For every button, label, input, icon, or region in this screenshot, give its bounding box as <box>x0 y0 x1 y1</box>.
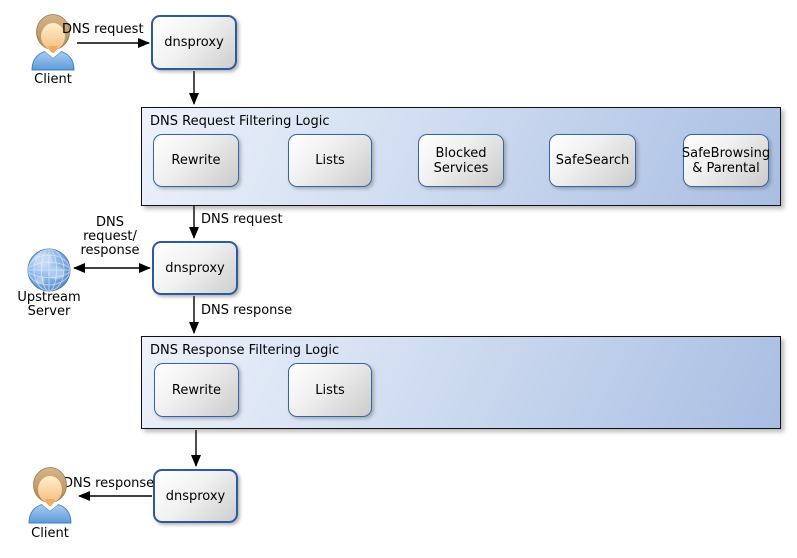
filter-box-safesearch: SafeSearch <box>549 134 636 187</box>
user-icon <box>28 467 72 524</box>
filter-box-lists-response: Lists <box>288 363 372 417</box>
upstream-server-label: Upstream Server <box>17 290 81 319</box>
filter-box-rewrite: Rewrite <box>153 134 239 187</box>
client-top-label: Client <box>34 72 72 87</box>
edge-label-response-to-client: DNS response <box>63 476 155 491</box>
container-dns-request-filtering: DNS Request Filtering Logic Rewrite List… <box>141 107 781 206</box>
edge-label-proxy-response: DNS response <box>201 303 293 318</box>
edge-label-upstream-exchange: DNS request/ response <box>80 215 140 258</box>
filter-box-blocked-services: Blocked Services <box>418 134 504 187</box>
client-bottom-label: Client <box>31 526 69 541</box>
user-icon <box>31 14 75 71</box>
container-title: DNS Response Filtering Logic <box>150 343 340 358</box>
edge-label-client-request: DNS request <box>62 22 144 37</box>
filter-box-lists: Lists <box>288 134 372 187</box>
node-dnsproxy-top: dnsproxy <box>151 15 237 70</box>
node-dnsproxy-middle: dnsproxy <box>152 241 238 295</box>
globe-icon <box>27 248 71 292</box>
filter-box-safebrowsing: SafeBrowsing & Parental <box>682 134 770 187</box>
edge-label-request-to-proxy: DNS request <box>201 212 283 227</box>
container-title: DNS Request Filtering Logic <box>150 114 330 129</box>
container-dns-response-filtering: DNS Response Filtering Logic Rewrite Lis… <box>141 336 781 429</box>
node-dnsproxy-bottom: dnsproxy <box>153 469 238 523</box>
filter-box-rewrite-response: Rewrite <box>154 363 239 417</box>
